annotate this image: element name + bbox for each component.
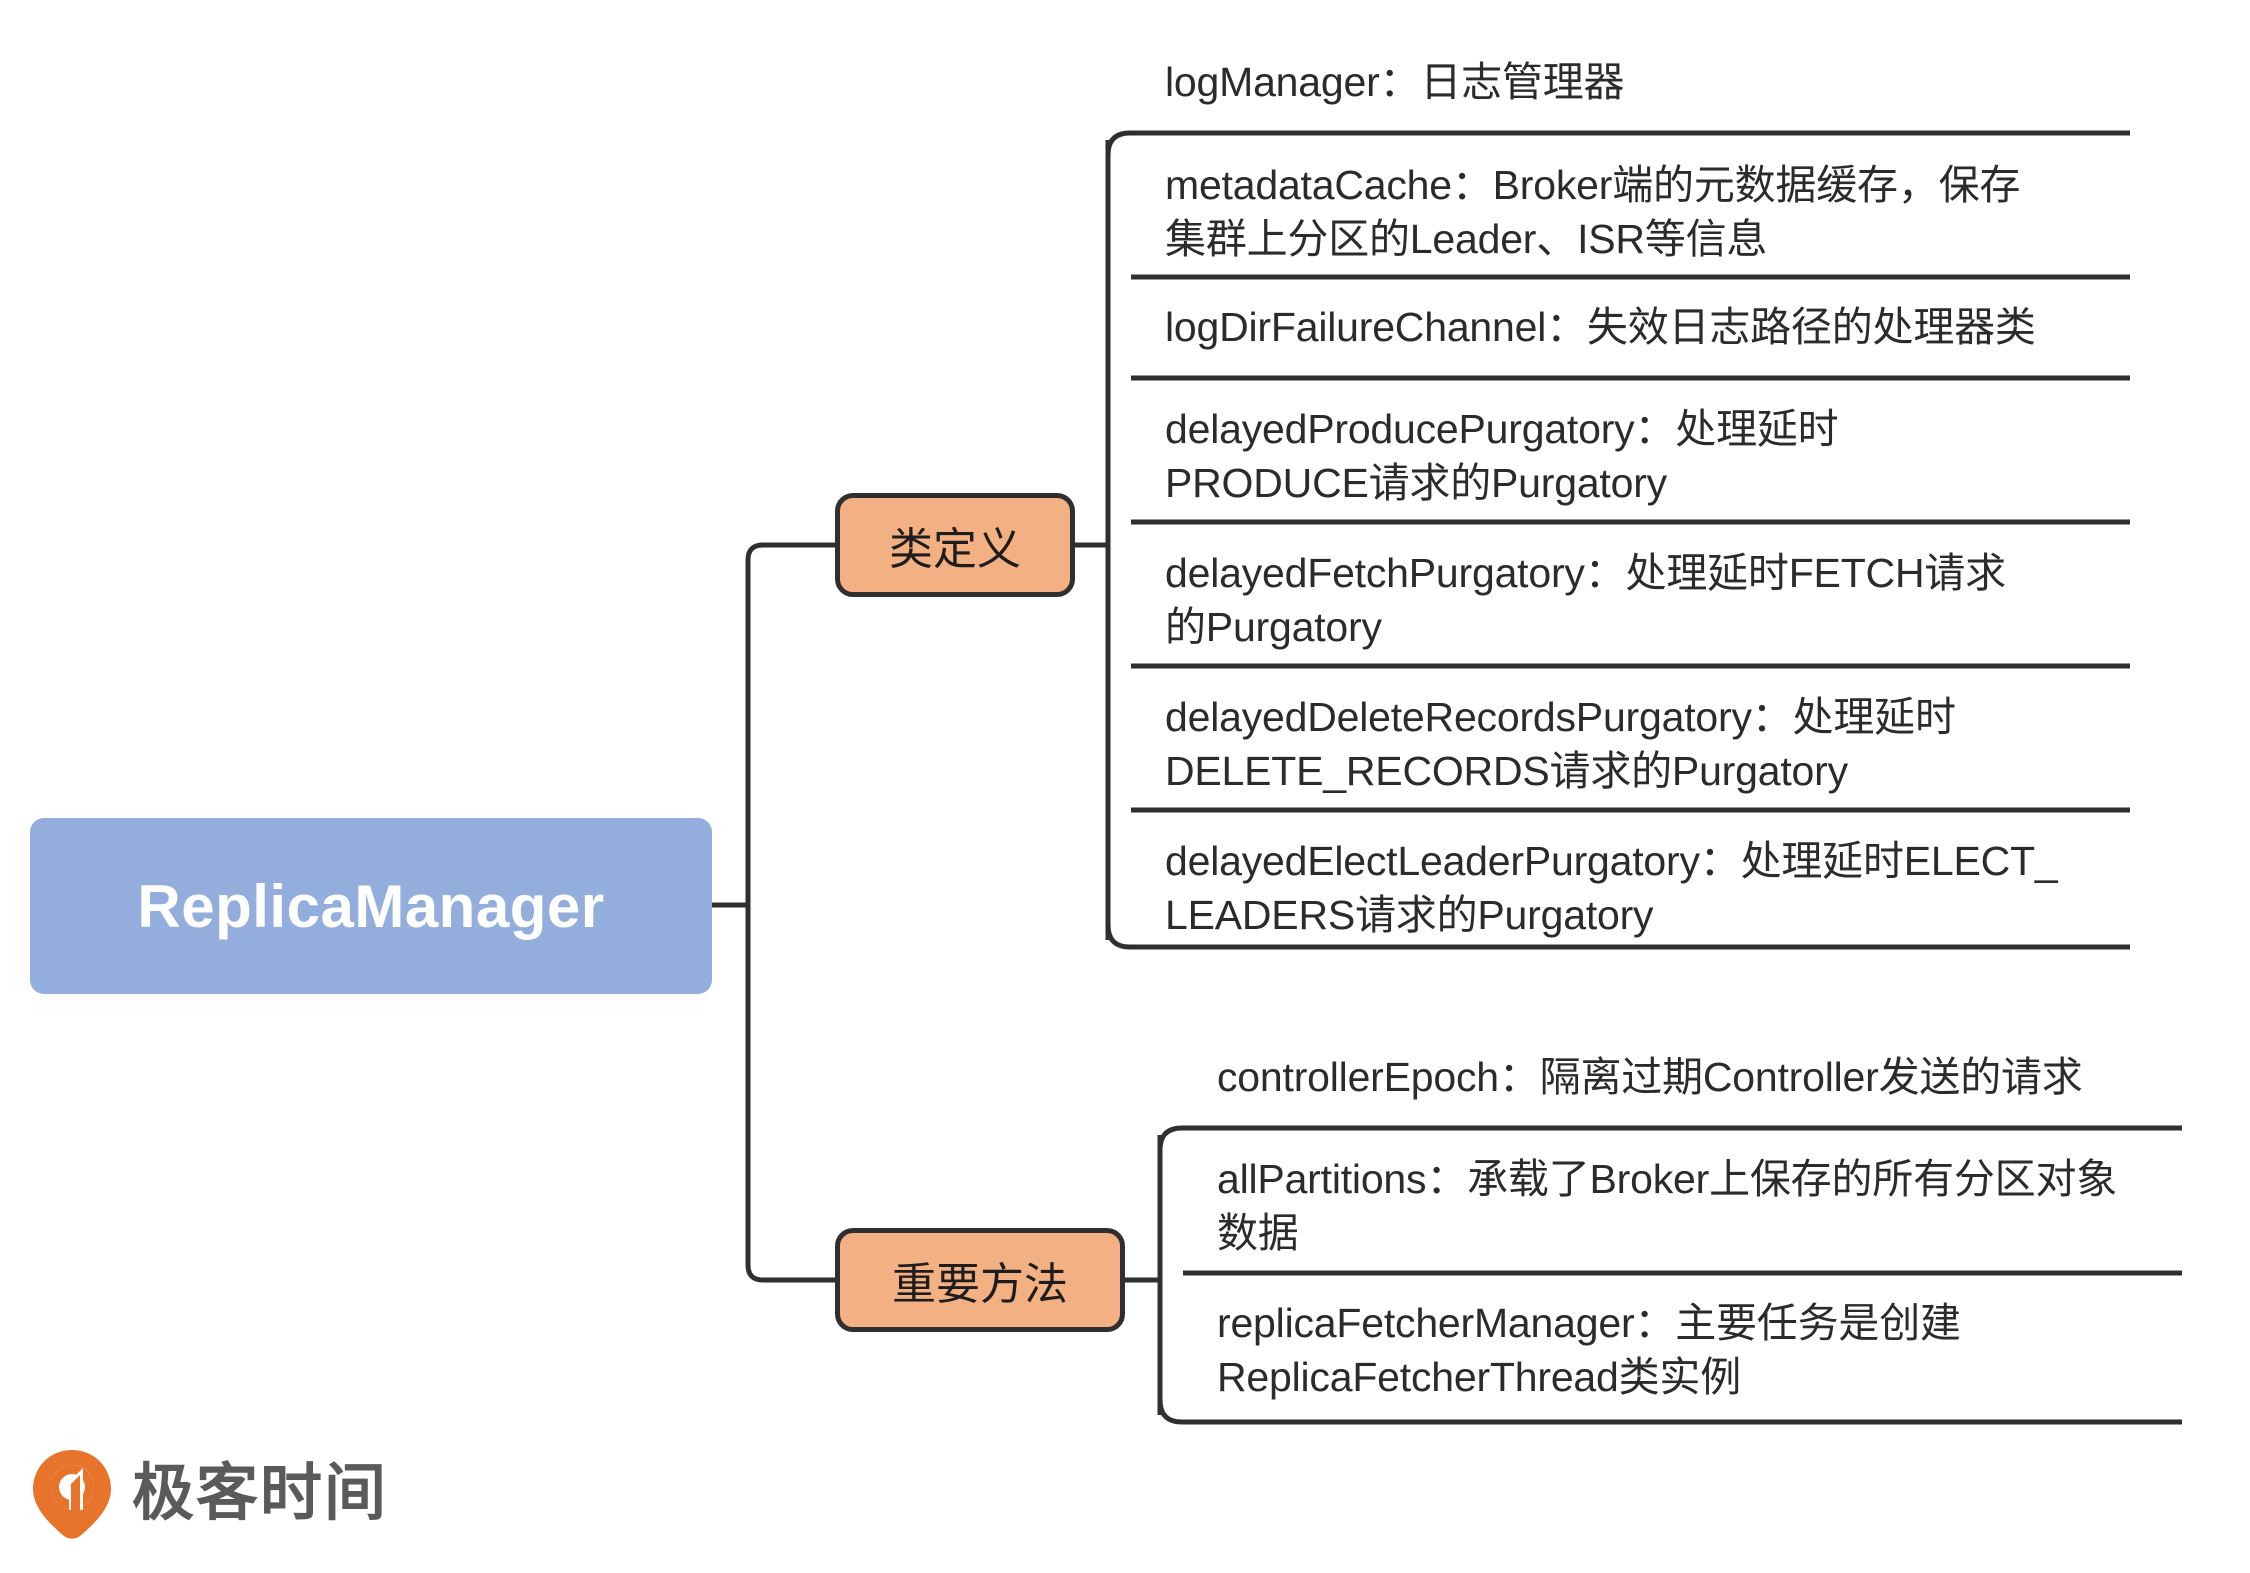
leaf-item-delayedproducepurgatory[interactable]: delayedProducePurgatory：处理延时 PRODUCE请求的P… — [1165, 406, 1839, 507]
class-elbow-1 — [1105, 130, 1133, 156]
root-node-label: ReplicaManager — [137, 872, 605, 940]
leaf-item-controllerepoch[interactable]: controllerEpoch：隔离过期Controller发送的请求 — [1217, 1054, 2083, 1100]
leaf-item-delayedelectleaderpurgatory[interactable]: delayedElectLeaderPurgatory：处理延时ELECT_ L… — [1165, 838, 2058, 939]
branch-node-important-methods[interactable]: 重要方法 — [835, 1228, 1125, 1332]
branch-spine-class — [745, 542, 835, 905]
leaf-item-replicafetchermanager[interactable]: replicaFetcherManager：主要任务是创建 ReplicaFet… — [1217, 1300, 1961, 1401]
methods-elbow-1 — [1157, 1125, 1185, 1151]
leaf-item-allpartitions[interactable]: allPartitions：承载了Broker上保存的所有分区对象 数据 — [1217, 1156, 2118, 1257]
branch-spine-methods — [745, 905, 835, 1283]
branch-node-class-definition[interactable]: 类定义 — [835, 493, 1075, 597]
branch-node-important-methods-label: 重要方法 — [892, 1260, 1068, 1309]
brand-name: 极客时间 — [132, 1459, 389, 1528]
methods-elbow-3 — [1157, 1399, 1185, 1425]
leaf-item-delayeddeleterecordspurgatory[interactable]: delayedDeleteRecordsPurgatory：处理延时 DELET… — [1165, 694, 1956, 795]
geektime-pin-icon — [30, 1448, 114, 1540]
leaf-item-metadatacache[interactable]: metadataCache：Broker端的元数据缓存，保存 集群上分区的Lea… — [1165, 162, 2021, 263]
branch-node-class-definition-label: 类定义 — [889, 525, 1021, 574]
leaf-item-logdirfailurechannel[interactable]: logDirFailureChannel：失效日志路径的处理器类 — [1165, 304, 2036, 350]
brand-watermark: 极客时间 — [30, 1448, 388, 1540]
leaf-item-logmanager[interactable]: logManager：日志管理器 — [1165, 59, 1625, 105]
root-node-replicamanager[interactable]: ReplicaManager — [30, 818, 712, 994]
leaf-item-delayedfetchpurgatory[interactable]: delayedFetchPurgatory：处理延时FETCH请求 的Purga… — [1165, 550, 2006, 651]
class-elbow-7 — [1105, 924, 1133, 950]
